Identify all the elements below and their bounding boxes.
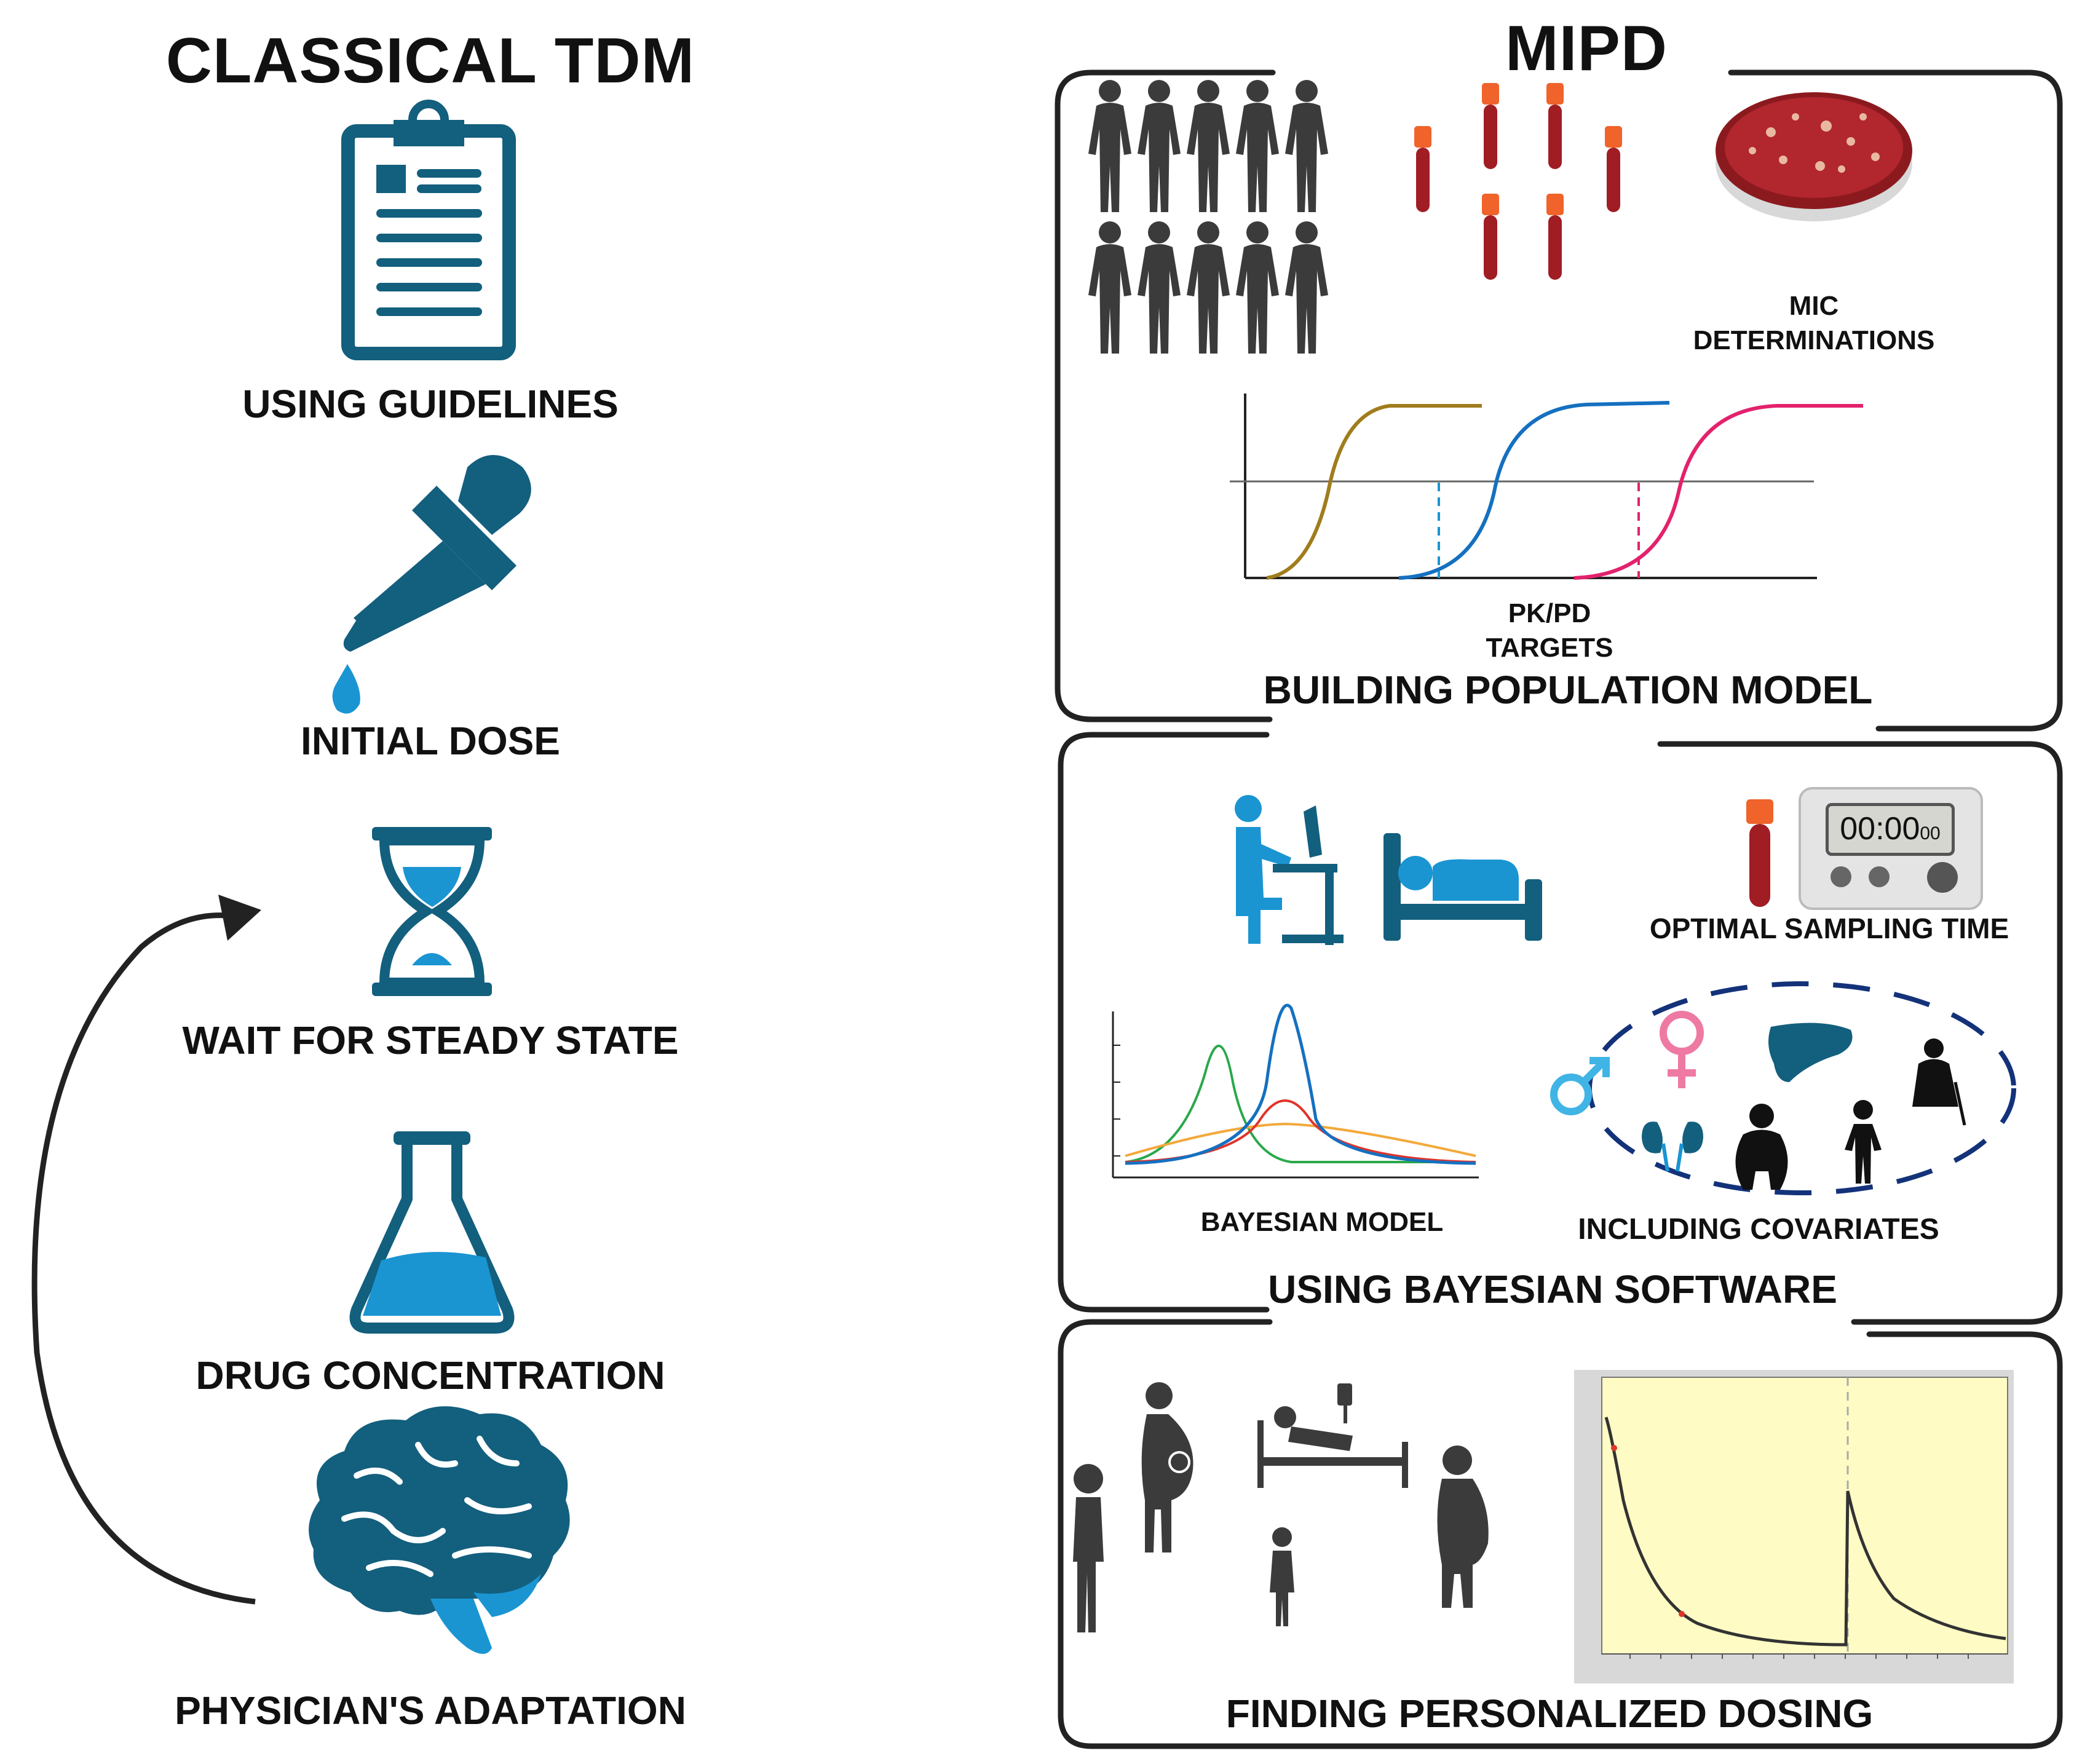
mic-label-line1: MIC (1789, 291, 1839, 321)
obese-adult-icon (1437, 1446, 1489, 1608)
mic-label: MIC DETERMINATIONS (1599, 289, 2029, 358)
mipd-title: MIPD (1505, 13, 1668, 84)
child-icon (1845, 1100, 1882, 1184)
timer-button-2 (1869, 866, 1890, 887)
male-icon (1550, 1057, 1610, 1115)
obese-person-icon (1735, 1104, 1788, 1190)
step-label-physician-adaptation: PHYSICIAN'S ADAPTATION (175, 1688, 686, 1733)
adult-icon (1073, 1464, 1104, 1632)
timer-display: 00:0000 (1826, 803, 1955, 856)
covariates-label: INCLUDING COVARIATES (1578, 1213, 1939, 1246)
panel2-title: USING BAYESIAN SOFTWARE (1268, 1267, 1837, 1311)
pkpd-label-line2: TARGETS (1486, 633, 1613, 663)
panel3-title: FINDING PERSONALIZED DOSING (1225, 1691, 1874, 1736)
female-icon (1660, 1011, 1704, 1088)
child-icon (1270, 1527, 1294, 1626)
classical-tdm-title: CLASSICAL TDM (165, 25, 695, 97)
kidneys-icon (1642, 1121, 1703, 1172)
step-label-initial-dose: INITIAL DOSE (301, 719, 560, 763)
bayesian-label: BAYESIAN MODEL (1200, 1207, 1444, 1237)
step-label-guidelines: USING GUIDELINES (242, 382, 619, 426)
pkpd-label: PK/PD TARGETS (1334, 596, 1765, 665)
timer-digits-small: 00 (1920, 823, 1941, 844)
liver-icon (1768, 1022, 1853, 1082)
step-label-steady-state: WAIT FOR STEADY STATE (182, 1018, 679, 1062)
mic-label-line2: DETERMINATIONS (1693, 325, 1935, 355)
elderly-icon (1912, 1038, 1966, 1126)
timer-digits: 00:00 (1840, 811, 1920, 847)
bedridden-patient-icon (1257, 1383, 1408, 1488)
timer-start-button (1927, 862, 1958, 893)
sampling-label: OPTIMAL SAMPLING TIME (1649, 912, 2009, 944)
timer-icon: 00:0000 (1799, 787, 1983, 910)
pregnant-woman-icon (1141, 1382, 1193, 1552)
step-label-drug-concentration: DRUG CONCENTRATION (196, 1353, 665, 1398)
timer-button-1 (1831, 866, 1851, 887)
pkpd-label-line1: PK/PD (1508, 598, 1591, 628)
panel1-title: BUILDING POPULATION MODEL (1263, 668, 1873, 712)
